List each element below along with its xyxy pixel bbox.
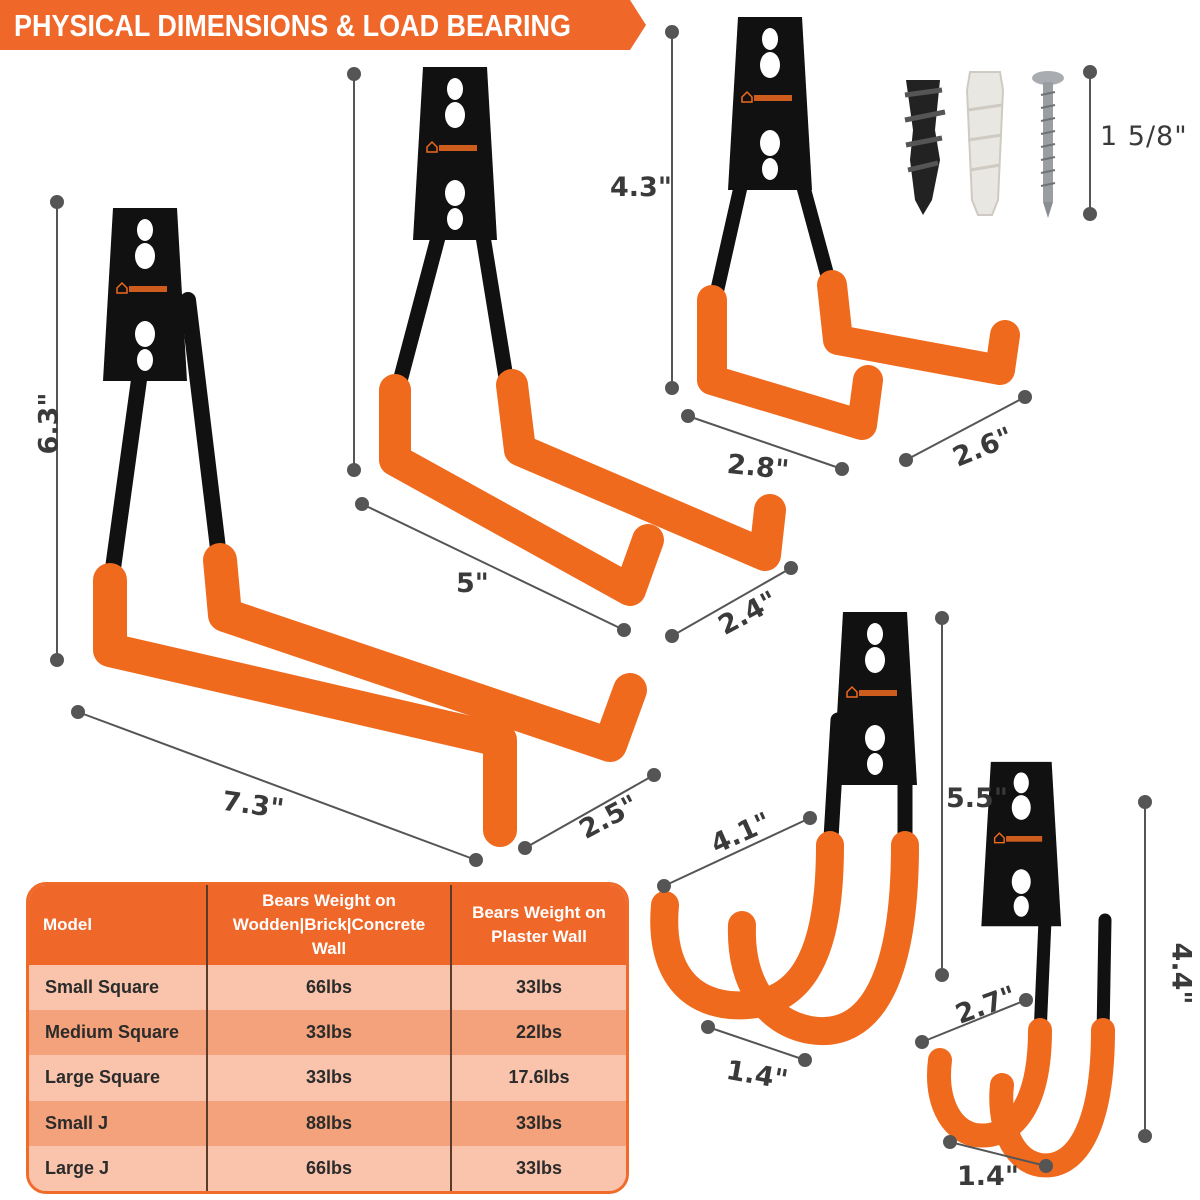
title-banner: PHYSICAL DIMENSIONS & LOAD BEARING	[0, 0, 650, 50]
table-row: Small Square 66lbs 33lbs	[29, 965, 626, 1011]
dim-large-j-height: 5.5"	[946, 783, 1008, 814]
spec-table: Model Bears Weight on Wodden|Brick|Concr…	[29, 885, 626, 1191]
cell-model: Large J	[29, 1145, 207, 1191]
large-square-hook	[93, 207, 647, 847]
small-square-hook	[697, 16, 1020, 440]
cell-model: Small Square	[29, 965, 207, 1011]
load-bearing-table: Model Bears Weight on Wodden|Brick|Concr…	[26, 882, 629, 1194]
table-row: Medium Square 33lbs 22lbs	[29, 1010, 626, 1056]
dim-small-square-length: 2.8"	[725, 448, 791, 487]
header-wall-weight: Bears Weight on Wodden|Brick|Concrete Wa…	[206, 885, 451, 965]
dim-large-square-length: 7.3"	[220, 785, 286, 826]
cell-wall-weight: 88lbs	[206, 1100, 451, 1146]
cell-wall-weight: 66lbs	[206, 965, 451, 1011]
large-j-hook	[650, 611, 919, 1046]
wall-anchor	[904, 80, 946, 215]
table-row: Small J 88lbs 33lbs	[29, 1100, 626, 1146]
small-j-hook	[927, 761, 1115, 1178]
dim-medium-square-length: 5"	[456, 568, 489, 599]
dim-large-square-height: 6.3"	[33, 392, 65, 455]
cell-wall-weight: 33lbs	[206, 1055, 451, 1101]
dim-small-j-width: 1.4"	[957, 1161, 1019, 1192]
header-plaster-weight: Bears Weight on Plaster Wall	[450, 885, 626, 965]
cell-plaster-weight: 33lbs	[450, 965, 626, 1011]
screw	[1032, 71, 1064, 218]
table-row: Large Square 33lbs 17.6lbs	[29, 1055, 626, 1101]
cell-plaster-weight: 22lbs	[450, 1010, 626, 1056]
table-row: Large J 66lbs 33lbs	[29, 1145, 626, 1191]
cell-model: Medium Square	[29, 1010, 207, 1056]
dim-small-square-height: 4.3"	[610, 172, 672, 203]
dim-small-j-height: 4.4"	[1165, 942, 1197, 1005]
cell-model: Large Square	[29, 1055, 207, 1101]
cell-plaster-weight: 33lbs	[450, 1145, 626, 1191]
cell-plaster-weight: 17.6lbs	[450, 1055, 626, 1101]
table-header-row: Model Bears Weight on Wodden|Brick|Concr…	[29, 885, 626, 965]
cell-plaster-weight: 33lbs	[450, 1100, 626, 1146]
header-model: Model	[29, 885, 207, 965]
measurement-lines	[50, 25, 1152, 1173]
cell-model: Small J	[29, 1100, 207, 1146]
dim-screw-length: 1 5/8"	[1100, 121, 1188, 152]
plastic-plug	[965, 71, 1005, 216]
medium-square-hook	[379, 66, 786, 606]
cell-wall-weight: 33lbs	[206, 1010, 451, 1056]
cell-wall-weight: 66lbs	[206, 1145, 451, 1191]
banner-title: PHYSICAL DIMENSIONS & LOAD BEARING	[14, 8, 571, 43]
banner-shape	[0, 0, 646, 50]
